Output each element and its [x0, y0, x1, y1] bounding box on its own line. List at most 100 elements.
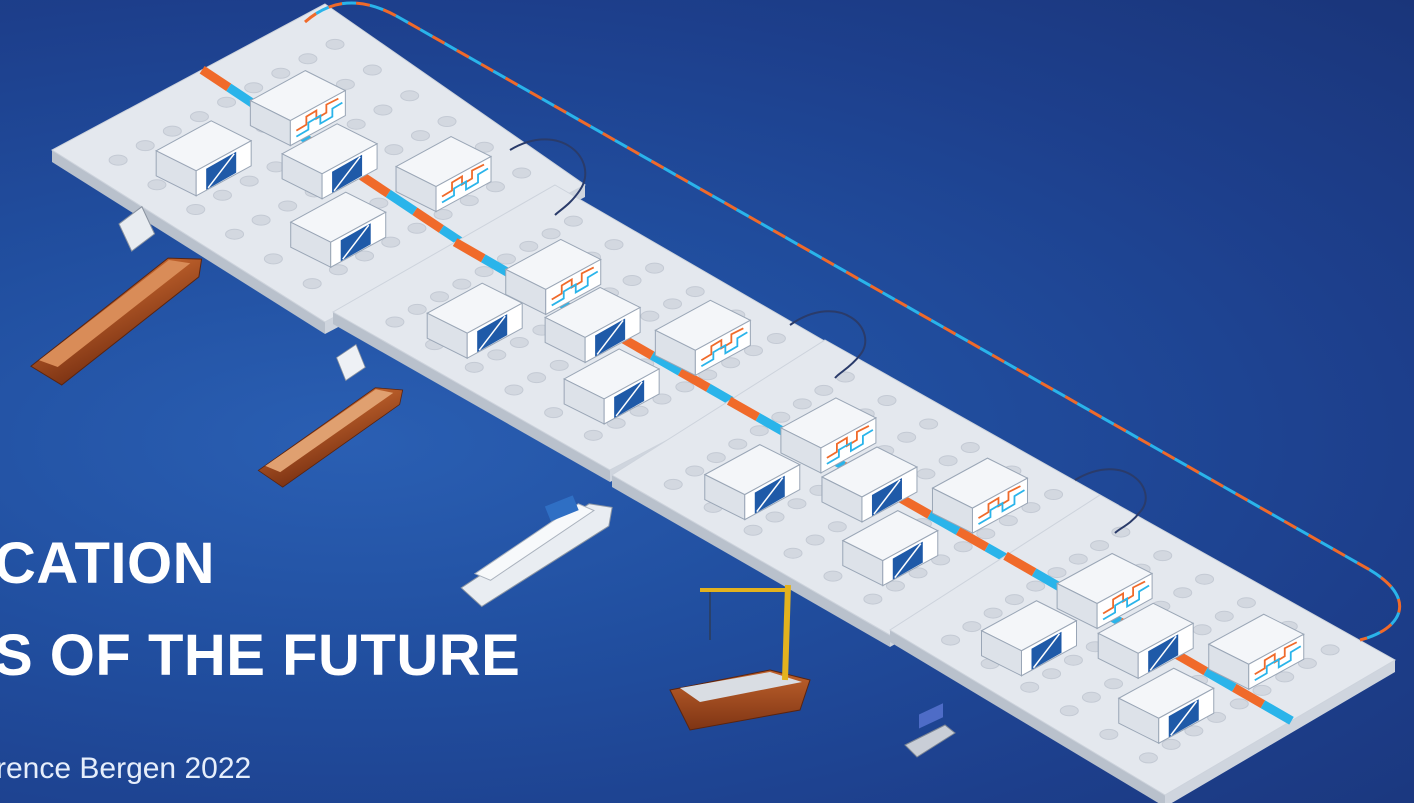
converter-module [289, 191, 387, 269]
platform-stud [685, 286, 705, 298]
ship-hull [30, 257, 203, 386]
platforms-layer [51, 3, 1397, 803]
platform-stud [743, 524, 763, 536]
platform-stud [814, 384, 834, 396]
platform-stud [430, 291, 450, 303]
platform-stud [1068, 553, 1088, 565]
ship-cabin [919, 703, 943, 729]
platform-stud [369, 197, 389, 209]
platform-stud [685, 465, 705, 477]
platform-stud [433, 208, 453, 220]
switchgear-trace-orange [700, 327, 744, 362]
platform-stud [1320, 644, 1340, 656]
platform-4 [889, 494, 1397, 803]
switchgear-trace-blue [441, 167, 489, 204]
platform-stud [1081, 691, 1101, 703]
platform-stud [897, 431, 917, 443]
bus-bar-segment [955, 527, 989, 552]
platform-stud [931, 554, 951, 566]
platform-stud [1173, 587, 1193, 599]
bus-bar-segment [1232, 683, 1266, 709]
platform-stud [983, 607, 1003, 619]
platform-stud [485, 181, 505, 193]
ferry-icon [904, 703, 956, 758]
platform-stud [1192, 624, 1212, 636]
platform-stud [512, 167, 532, 179]
platform-stud [749, 425, 769, 437]
platform-stud [225, 228, 245, 240]
ship-deck [265, 389, 394, 473]
platform-side-left [52, 150, 325, 334]
converter-diagonal [1032, 633, 1061, 669]
converter-module [504, 238, 602, 316]
platform-side-left [890, 630, 1165, 803]
converter-module [980, 600, 1078, 677]
platform-stud [385, 316, 405, 328]
converter-diagonal [342, 224, 370, 260]
converter-module [1097, 602, 1195, 680]
platform-stud [1047, 567, 1067, 579]
platform-stud [504, 384, 524, 396]
platform-stud [563, 215, 583, 227]
tanker-ship-icon [30, 205, 203, 386]
platform-stud [135, 140, 155, 152]
platform-stud [346, 118, 366, 130]
platform-stud [960, 442, 980, 453]
switchgear-trace-orange [1102, 580, 1146, 615]
converter-module [155, 120, 253, 197]
platform-stud [1195, 573, 1215, 585]
switchgear-trace-blue [978, 489, 1025, 525]
platform-stud [263, 253, 283, 265]
converter-diagonal [894, 543, 922, 579]
subtitle: rence Bergen 2022 [0, 752, 252, 785]
platform-side-left [612, 475, 890, 647]
platform-stud [302, 278, 322, 290]
converter-module [281, 123, 379, 200]
platform-stud [335, 78, 355, 90]
platform-stud [1063, 654, 1083, 666]
platform-stud [527, 372, 547, 384]
platform-stud [1275, 671, 1295, 683]
platform-stud [328, 264, 348, 276]
bus-bar-segment [621, 335, 655, 360]
interconnect-cable-link-3 [1074, 468, 1147, 534]
platform-stud [916, 468, 936, 480]
platform-stud [885, 580, 905, 592]
bus-bar-segment [385, 189, 418, 216]
switchgear-trace-orange [1254, 641, 1298, 676]
ship-deck [473, 503, 595, 581]
bus-bar-segment [1203, 667, 1237, 692]
platform-stud [1297, 657, 1317, 669]
platform-stud [1021, 502, 1041, 514]
platform-stud [410, 130, 430, 142]
switchgear-trace-orange [978, 485, 1021, 519]
platform-stud [217, 96, 237, 108]
platform-stud [464, 361, 484, 373]
platform-stud [728, 438, 748, 450]
platform-stud [698, 369, 718, 381]
platform-stud [1099, 728, 1119, 740]
platform-2 [331, 184, 842, 482]
platform-stud [622, 275, 642, 287]
converter-module [703, 444, 801, 521]
platform-stud [706, 452, 726, 464]
platform-stud [474, 266, 494, 278]
converter-module [820, 446, 919, 523]
platform-stud [908, 567, 928, 579]
title-line-2: S OF THE FUTURE [0, 623, 521, 688]
ship-bridge [336, 343, 366, 382]
platform-stud [544, 407, 564, 419]
converter-module [779, 397, 877, 474]
platform-stud [941, 634, 961, 646]
platform-stud [1161, 738, 1181, 750]
switchgear-trace-blue [700, 331, 748, 368]
bus-bar-segment [677, 367, 711, 392]
cruise-ship-icon [460, 495, 613, 608]
platform-stud [652, 393, 672, 405]
platform-stud [325, 38, 345, 50]
switchgear-trace-orange [441, 163, 485, 198]
converter-module [426, 282, 524, 360]
ship-hull [460, 503, 613, 608]
platform-stud [162, 125, 182, 137]
ships-layer [30, 205, 956, 758]
